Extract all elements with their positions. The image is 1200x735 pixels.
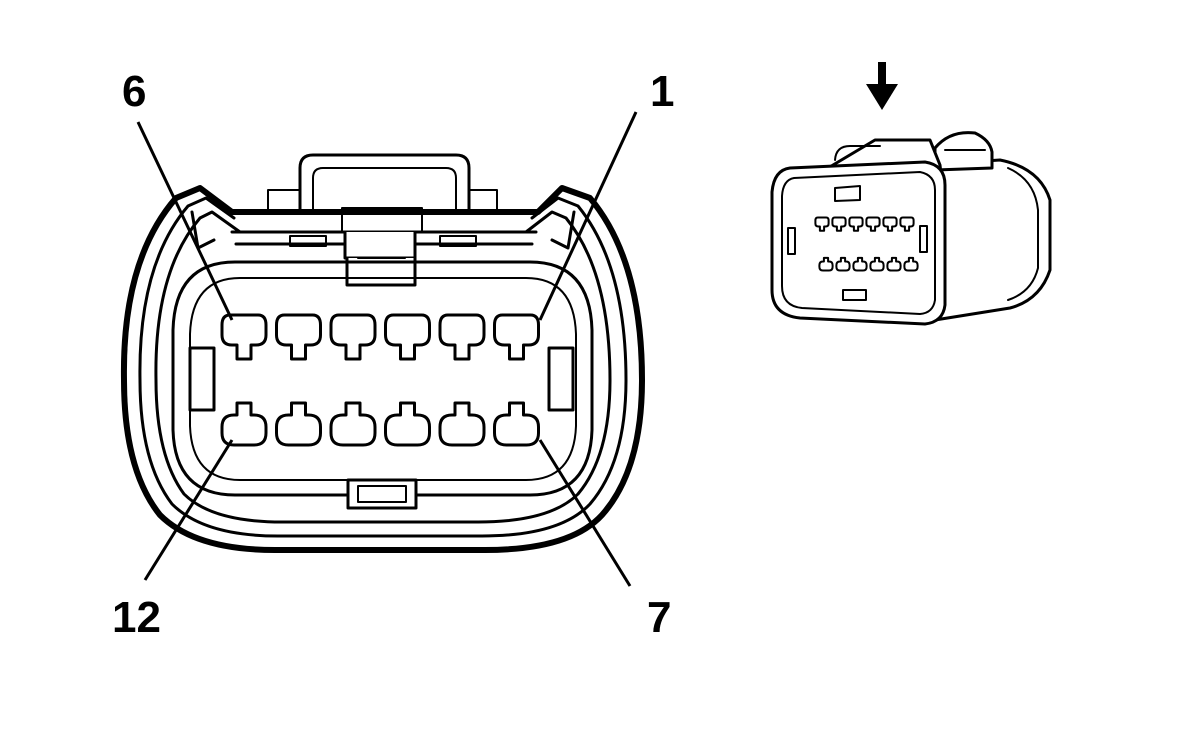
down-arrow-icon xyxy=(866,62,898,110)
iso-pin-bottom-6 xyxy=(903,256,919,272)
leader-line-pin-12 xyxy=(143,439,234,581)
leader-line-pin-6 xyxy=(136,121,234,321)
pin-label-1: 1 xyxy=(650,67,674,116)
iso-pin-bottom-2 xyxy=(835,256,851,272)
iso-pin-top-1 xyxy=(814,216,830,232)
pin-cavity-top-6 xyxy=(493,313,540,361)
iso-bottom-pin-row xyxy=(818,256,919,272)
iso-pin-top-5 xyxy=(882,216,898,232)
top-latch xyxy=(267,153,498,233)
left-polarizing-slot xyxy=(188,346,216,412)
pin-cavity-bottom-1 xyxy=(220,401,268,447)
iso-top-pin-row xyxy=(814,216,915,232)
top-pin-row xyxy=(220,313,540,361)
pin-cavity-bottom-2 xyxy=(275,401,322,447)
connector-face-view: 6 1 12 7 xyxy=(112,67,674,642)
leader-line-pin-1 xyxy=(538,111,638,321)
pin-cavity-top-4 xyxy=(384,313,431,361)
iso-pin-bottom-3 xyxy=(852,256,868,272)
iso-pin-top-2 xyxy=(831,216,847,232)
iso-pin-top-3 xyxy=(848,216,864,232)
pin-cavity-bottom-6 xyxy=(493,401,540,447)
pin-label-7: 7 xyxy=(647,593,671,642)
iso-pin-bottom-1 xyxy=(818,256,834,272)
right-polarizing-slot xyxy=(547,346,575,412)
iso-pin-bottom-4 xyxy=(869,256,885,272)
connector-isometric-view xyxy=(770,62,1052,326)
pin-label-12: 12 xyxy=(112,593,161,642)
pin-cavity-top-2 xyxy=(275,313,322,361)
bottom-pin-row xyxy=(220,401,540,447)
pin-cavity-top-5 xyxy=(438,313,486,361)
pin-label-6: 6 xyxy=(122,67,146,116)
pin-cavity-top-3 xyxy=(329,313,377,361)
iso-pin-bottom-5 xyxy=(886,256,902,272)
pin-cavity-bottom-4 xyxy=(384,401,431,447)
bottom-key xyxy=(346,478,418,510)
iso-pin-top-4 xyxy=(865,216,881,232)
leader-line-pin-7 xyxy=(538,439,632,587)
pin-cavity-bottom-5 xyxy=(438,401,486,447)
pin-cavity-top-1 xyxy=(220,313,268,361)
pin-cavity-bottom-3 xyxy=(329,401,377,447)
iso-pin-top-6 xyxy=(899,216,915,232)
